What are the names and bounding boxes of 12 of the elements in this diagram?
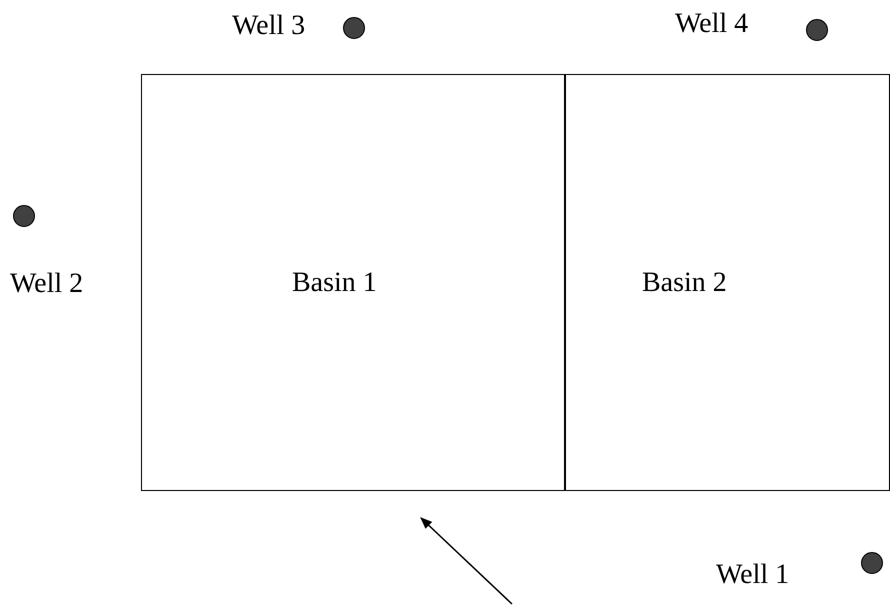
well-marker [861, 552, 883, 574]
basin-label: Basin 1 [292, 266, 377, 298]
well-marker [13, 205, 35, 227]
well-label: Well 3 [232, 12, 306, 40]
well-label: Well 1 [716, 561, 790, 589]
well-marker [343, 17, 365, 39]
well-label: Well 4 [675, 10, 748, 38]
well-marker [806, 19, 828, 41]
basin-box [141, 74, 566, 491]
basin-box [564, 74, 890, 491]
well-label: Well 2 [10, 270, 84, 298]
basin-label: Basin 2 [642, 266, 727, 298]
